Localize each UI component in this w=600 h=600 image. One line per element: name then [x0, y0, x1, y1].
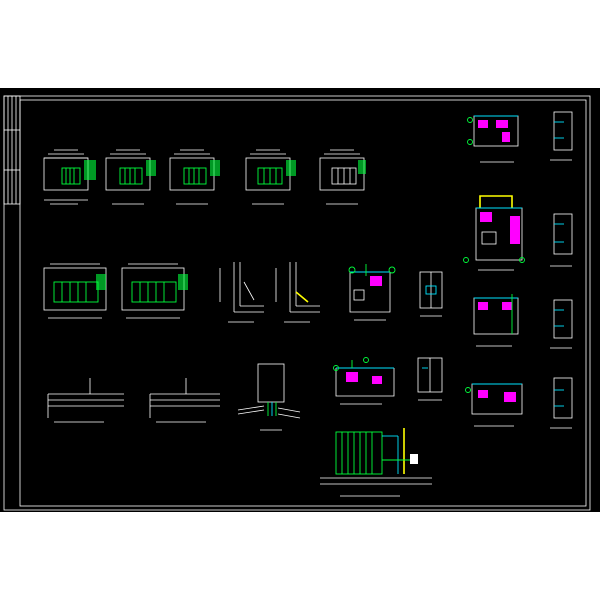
elevation-view-3	[169, 149, 220, 205]
title-block-icon	[3, 95, 21, 205]
plan-view-r4	[465, 383, 523, 427]
plan-view-r2	[463, 195, 525, 271]
plan-view-r3-section	[550, 299, 573, 349]
elevation-view-large-1	[43, 263, 107, 319]
drawing-frame	[19, 99, 587, 507]
floor-detail-1	[47, 378, 124, 423]
elevation-view-4	[245, 149, 296, 205]
floor-detail-2	[149, 378, 220, 423]
plan-view-r4-section	[550, 377, 573, 429]
elevation-view-large-2	[121, 263, 188, 319]
plan-view-r3	[473, 294, 519, 347]
plan-view-m2-section	[417, 357, 443, 401]
floor-details	[47, 378, 220, 423]
elevation-views-row1	[43, 149, 366, 205]
plan-view-r1	[467, 115, 519, 163]
plan-view-m2	[333, 357, 395, 405]
elevation-view-2	[105, 149, 156, 205]
elevation-views-row2	[43, 263, 188, 319]
section-view-1	[219, 262, 264, 323]
plan-views-middle	[320, 264, 443, 497]
sheet-border	[3, 95, 591, 511]
section-views	[219, 262, 320, 323]
section-view-2	[275, 262, 320, 323]
riser-detail-icon	[237, 363, 301, 431]
plan-view-m1	[348, 264, 396, 321]
drawing-sheet	[0, 88, 600, 512]
plan-view-r2-section	[550, 213, 573, 267]
elevation-view-1	[43, 149, 96, 205]
cad-drawing	[3, 95, 591, 511]
plan-views-right	[463, 111, 573, 429]
radiator-detail-icon	[320, 428, 432, 497]
plan-view-m1-section	[419, 271, 443, 317]
plan-view-r1-section	[550, 111, 573, 161]
elevation-view-5	[319, 149, 366, 205]
